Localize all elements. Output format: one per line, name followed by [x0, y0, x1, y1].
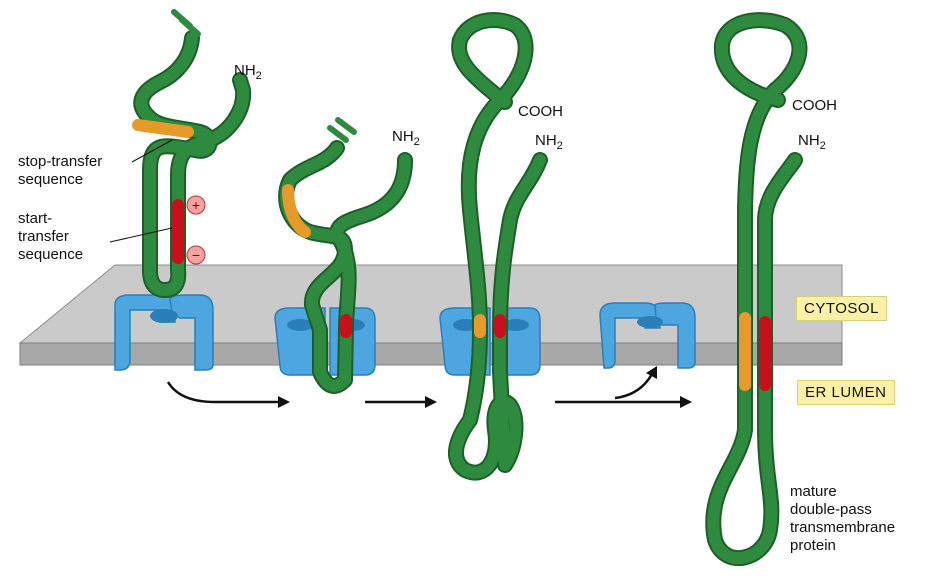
- arrow-3-head: [680, 396, 692, 408]
- chain-stage-1: [132, 9, 252, 298]
- stop-transfer-line-1: stop-transfer: [18, 153, 103, 170]
- start-transfer-line-2: transfer: [18, 228, 69, 245]
- er-membrane: [18, 264, 843, 366]
- nh2-text-4: NH: [798, 132, 820, 149]
- cooh-label-1: COOH: [518, 103, 563, 120]
- stop-transfer-label: stop-transfer sequence: [18, 153, 148, 189]
- nh2-text-3: NH: [535, 132, 557, 149]
- cooh-label-2: COOH: [792, 97, 837, 114]
- translocon-4: [599, 302, 696, 369]
- nh2-text-2: NH: [392, 128, 414, 145]
- nh2-sub-3: 2: [556, 140, 563, 152]
- chain-stage-3: [448, 12, 548, 481]
- arrow-2-head: [425, 396, 437, 408]
- er-lumen-badge: ER LUMEN: [797, 380, 895, 405]
- nh2-label-1: NH2: [234, 62, 262, 85]
- leader-lines: [109, 139, 173, 243]
- start-transfer-label: start- transfer sequence: [18, 210, 148, 264]
- charge-markers: + −: [186, 195, 206, 265]
- chain-stage-4: [705, 12, 808, 566]
- plus-marker: [186, 195, 206, 215]
- plus-sign: +: [192, 197, 200, 213]
- cytosol-badge: CYTOSOL: [796, 296, 887, 321]
- nh2-label-2: NH2: [392, 128, 420, 151]
- chain-stage-2: [278, 117, 413, 394]
- minus-marker: [186, 245, 206, 265]
- mature-line-2: double-pass: [790, 501, 872, 518]
- mature-line-3: transmembrane: [790, 519, 896, 536]
- minus-sign: −: [192, 247, 200, 263]
- arrow-1: [166, 381, 280, 404]
- translocon-1: [114, 294, 214, 371]
- arrow-1-head: [278, 396, 290, 408]
- stop-transfer-segment-2: [282, 184, 311, 238]
- translocon-3: [439, 307, 541, 376]
- mature-protein-label: mature double-pass transmembrane protein: [790, 483, 920, 555]
- nh2-text-1: NH: [234, 62, 256, 79]
- arrow-3-curve-head: [646, 366, 657, 379]
- nh2-sub-4: 2: [819, 140, 826, 152]
- nh2-label-3: NH2: [535, 132, 563, 155]
- start-transfer-line-3: sequence: [18, 246, 84, 263]
- arrow-3-curve: [614, 373, 654, 400]
- nh2-sub-2: 2: [413, 136, 420, 148]
- start-transfer-line-1: start-: [18, 210, 53, 227]
- stop-transfer-line-2: sequence: [18, 171, 84, 188]
- mature-line-1: mature: [790, 483, 837, 500]
- process-arrows: [166, 366, 692, 408]
- polypeptide-chains: [132, 9, 808, 566]
- nh2-sub-1: 2: [255, 70, 262, 82]
- mature-line-4: protein: [790, 537, 836, 554]
- nh2-label-4: NH2: [798, 132, 826, 155]
- stop-transfer-segment-1: [132, 119, 194, 138]
